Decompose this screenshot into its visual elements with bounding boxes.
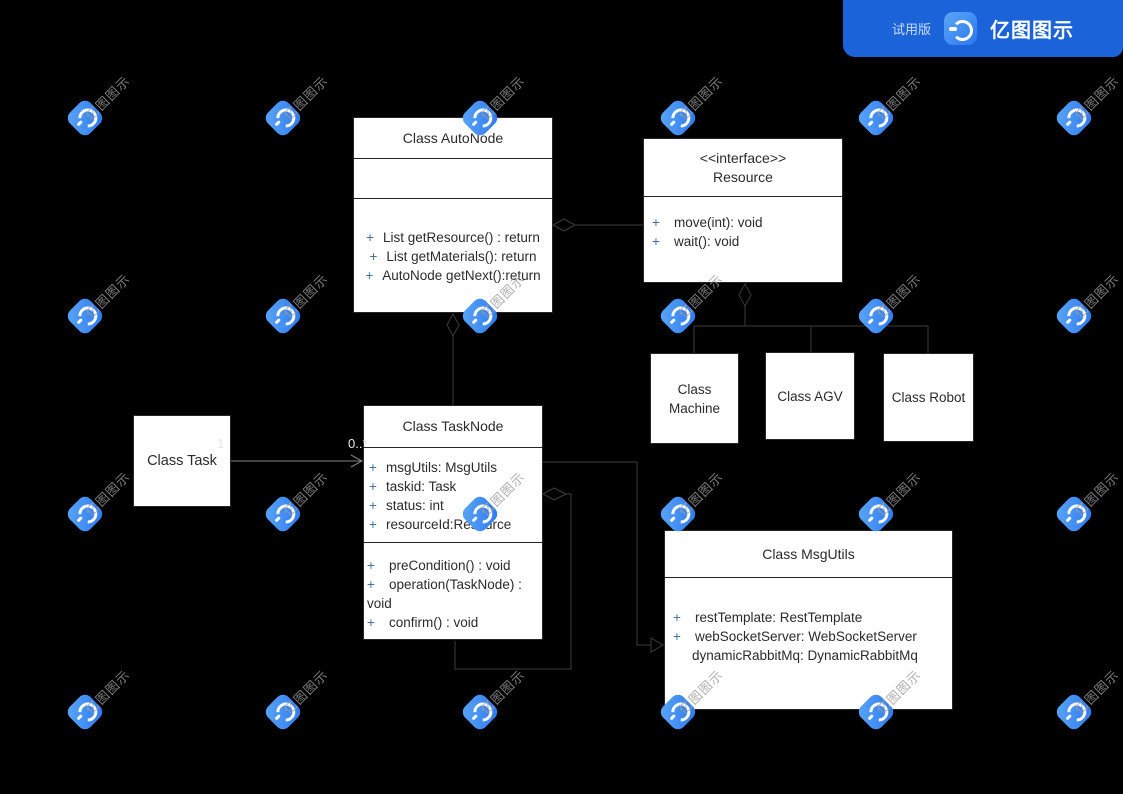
multiplicity-label-0-many: 0..* [348,436,368,451]
class-title: Class AutoNode [354,118,552,159]
method-text: operation(TaskNode) : [389,577,522,592]
generalization-tasknode-msgutils[interactable] [543,461,664,653]
visibility-plus: + [673,610,681,625]
class-title-text: Class Task [147,452,217,469]
interface-box-resource[interactable]: <<interface>> Resource + move(int): void … [643,138,843,283]
method-row: + List getMaterials(): return [354,247,552,266]
attribute-row: + status: int [369,496,542,515]
visibility-plus: + [369,498,377,513]
attribute-row: + restTemplate: RestTemplate [673,608,952,627]
edraw-logo-icon [944,12,977,45]
trial-label: 试用版 [891,22,931,37]
method-text: void [367,596,392,611]
attribute-text: webSocketServer: WebSocketServer [695,629,917,644]
attribute-text: restTemplate: RestTemplate [695,610,863,625]
aggregation-autonode-tasknode[interactable] [446,312,460,405]
method-row: + preCondition() : void [367,556,542,575]
method-text: List getMaterials(): return [386,249,537,264]
class-title-text: Class AGV [777,388,843,404]
method-row: + AutoNode getNext():return [354,266,552,285]
method-row: + operation(TaskNode) : [367,575,542,594]
visibility-plus: + [652,215,660,230]
visibility-plus: + [367,615,375,630]
class-box-agv[interactable]: Class AGV [765,352,855,440]
class-box-msgutils[interactable]: Class MsgUtils + restTemplate: RestTempla… [664,530,953,710]
self-aggregation-tasknode[interactable] [454,487,572,670]
attribute-text: dynamicRabbitMq: DynamicRabbitMq [692,648,918,663]
interface-title: <<interface>> Resource [644,139,842,197]
method-row: + confirm() : void [367,613,542,632]
visibility-plus: + [369,479,377,494]
attribute-text: status: int [386,498,444,513]
attributes-section: + msgUtils: MsgUtils + taskid: Task + statu… [364,448,542,543]
class-title-text: Class Machine [668,381,721,416]
visibility-plus: + [369,460,377,475]
method-row: + wait(): void [652,232,842,251]
attributes-section [354,159,552,199]
attribute-text: taskid: Task [386,479,457,494]
aggregation-resource-implementations[interactable] [693,282,929,353]
visibility-plus: + [369,249,378,264]
aggregation-autonode-resource[interactable] [551,218,643,232]
method-row: void [367,594,542,613]
class-title-text: Class AutoNode [402,129,504,146]
visibility-plus: + [367,558,375,573]
class-title: Class TaskNode [364,406,542,448]
class-title-text: Class MsgUtils [762,545,855,562]
class-box-machine[interactable]: Class Machine [650,353,739,444]
attribute-row: dynamicRabbitMq: DynamicRabbitMq [673,646,952,665]
attributes-section: + restTemplate: RestTemplate + webSocketSe… [665,578,952,665]
class-title-text: Resource [713,168,773,185]
class-title-text: Class Robot [891,390,966,405]
method-row: + move(int): void [652,213,842,232]
attribute-row: + resourceId:Resource [369,515,542,534]
class-box-robot[interactable]: Class Robot [883,353,974,442]
method-text: AutoNode getNext():return [382,268,541,283]
class-box-task[interactable]: Class Task [133,415,231,507]
method-text: confirm() : void [389,615,479,630]
class-box-autonode[interactable]: Class AutoNode + List getResource() : ret… [353,117,553,313]
logo-dash-glyph [949,27,957,31]
methods-section: + preCondition() : void + operation(TaskNo… [364,543,542,632]
attribute-text: resourceId:Resource [386,517,512,532]
methods-section: + move(int): void + wait(): void [644,197,842,251]
method-text: wait(): void [674,234,740,249]
logo-c-glyph [951,19,973,41]
visibility-plus: + [365,268,374,283]
stereotype-text: <<interface>> [699,149,787,166]
visibility-plus: + [652,234,660,249]
class-title-text: Class TaskNode [402,418,504,434]
visibility-plus: + [369,517,377,532]
multiplicity-label-1: 1 [217,436,225,451]
visibility-plus: + [673,629,681,644]
visibility-plus: + [366,230,375,245]
methods-section: + List getResource() : return + List getMa… [354,199,552,285]
method-text: move(int): void [674,215,763,230]
method-text: List getResource() : return [383,230,540,245]
class-box-tasknode[interactable]: Class TaskNode + msgUtils: MsgUtils + task… [363,405,543,640]
visibility-plus: + [367,577,375,592]
attribute-row: + webSocketServer: WebSocketServer [673,627,952,646]
attribute-row: + taskid: Task [369,477,542,496]
attribute-text: msgUtils: MsgUtils [386,460,498,475]
method-text: preCondition() : void [389,558,511,573]
method-row: + List getResource() : return [354,228,552,247]
brand-name: 亿图图示 [990,20,1074,42]
attribute-row: + msgUtils: MsgUtils [369,458,542,477]
association-task-tasknode[interactable] [231,454,364,468]
trial-badge[interactable]: 试用版 亿图图示 [843,0,1123,57]
class-title: Class MsgUtils [665,531,952,578]
